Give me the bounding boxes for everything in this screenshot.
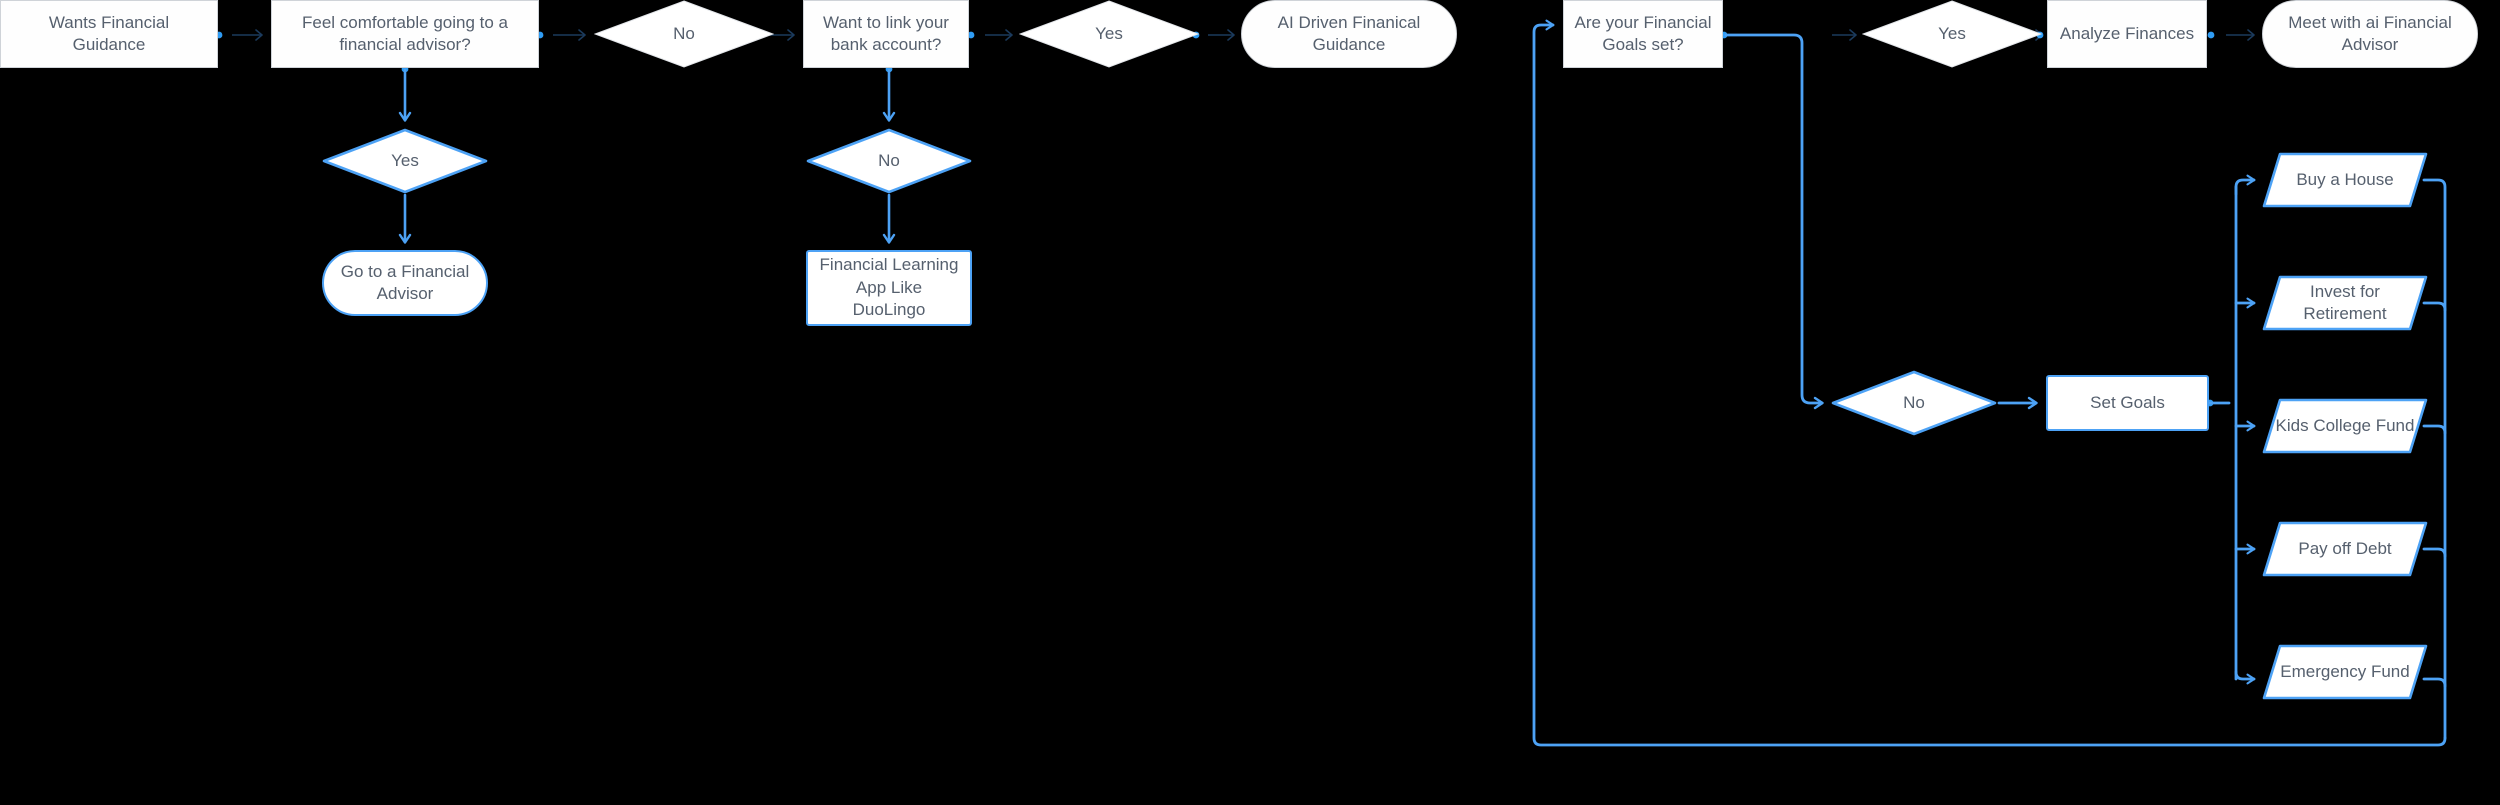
node-wants-financial-guidance[interactable]: Wants Financial Guidance [0, 0, 218, 68]
node-label: Meet with ai Financial Advisor [2288, 12, 2452, 54]
node-goal-buy-a-house[interactable]: Buy a House [2262, 152, 2428, 208]
diamond-shape [806, 128, 972, 194]
node-decision-no-goals[interactable]: No [1831, 370, 1997, 436]
node-label: Emergency Fund [2280, 661, 2410, 681]
node-label: Set Goals [2090, 392, 2165, 412]
node-goal-invest-for-retirement[interactable]: Invest for Retirement [2262, 275, 2428, 331]
node-financial-goals-set[interactable]: Are your Financial Goals set? [1563, 0, 1723, 68]
node-label: No [1903, 392, 1925, 412]
node-label: Yes [1095, 23, 1123, 43]
node-label: Are your Financial Goals set? [1574, 12, 1712, 54]
goals-to-no-edge [1724, 33, 1824, 410]
node-label: Yes [1938, 23, 1966, 43]
diamond-shape [1019, 0, 1199, 68]
node-decision-yes-comfortable[interactable]: Yes [322, 128, 488, 194]
node-label: Wants Financial Guidance [48, 12, 170, 54]
node-label: Invest for Retirement [2303, 281, 2387, 323]
node-want-link-bank[interactable]: Want to link your bank account? [803, 0, 969, 68]
node-decision-no-bank[interactable]: No [806, 128, 972, 194]
node-label: Pay off Debt [2298, 538, 2392, 558]
diamond-shape [322, 128, 488, 194]
node-label: Yes [391, 150, 419, 170]
node-set-goals[interactable]: Set Goals [2046, 375, 2209, 431]
node-go-to-financial-advisor[interactable]: Go to a Financial Advisor [322, 250, 488, 316]
node-goal-emergency-fund[interactable]: Emergency Fund [2262, 644, 2428, 700]
node-label: No [673, 23, 695, 43]
setgoals-fanout-edges [2208, 174, 2256, 685]
node-goal-kids-college-fund[interactable]: Kids College Fund [2262, 398, 2428, 454]
node-label: Financial Learning App Like DuoLingo [819, 255, 959, 320]
node-label: Kids College Fund [2275, 415, 2415, 435]
node-decision-yes-bank[interactable]: Yes [1019, 0, 1199, 68]
connection-dots [215, 31, 2215, 407]
node-label: Buy a House [2296, 169, 2394, 189]
node-label: Feel comfortable going to a financial ad… [301, 12, 508, 54]
node-decision-yes-goals[interactable]: Yes [1862, 0, 2042, 68]
node-label: Want to link your bank account? [823, 12, 949, 54]
node-label: Analyze Finances [2059, 23, 2195, 43]
node-label: Go to a Financial Advisor [340, 261, 470, 303]
node-meet-ai-financial-advisor[interactable]: Meet with ai Financial Advisor [2262, 0, 2478, 68]
node-analyze-finances[interactable]: Analyze Finances [2047, 0, 2207, 68]
diamond-shape [594, 0, 774, 68]
node-feel-comfortable-advisor[interactable]: Feel comfortable going to a financial ad… [271, 0, 539, 68]
node-decision-no-advisor[interactable]: No [594, 0, 774, 68]
node-ai-driven-guidance[interactable]: AI Driven Finanical Guidance [1241, 0, 1457, 68]
node-label: No [878, 150, 900, 170]
node-financial-learning-app[interactable]: Financial Learning App Like DuoLingo [806, 250, 972, 326]
node-goal-pay-off-debt[interactable]: Pay off Debt [2262, 521, 2428, 577]
node-label: AI Driven Finanical Guidance [1277, 12, 1421, 54]
